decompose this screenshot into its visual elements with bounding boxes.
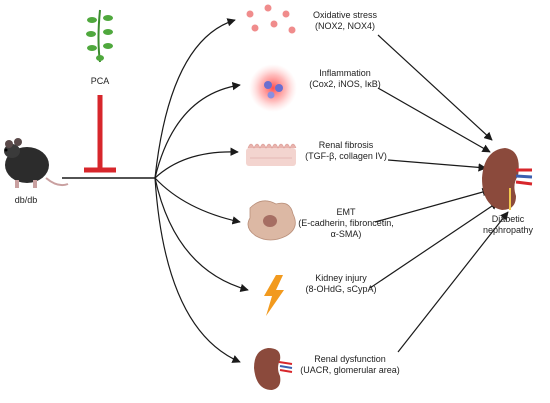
lightning-bolt-icon xyxy=(264,275,284,316)
mouse-icon xyxy=(4,138,69,188)
fibrosis-tissue-icon xyxy=(246,143,297,166)
branch-arrows xyxy=(154,18,249,363)
oxidative-stress-dots-icon xyxy=(246,4,296,34)
kidney-small-icon xyxy=(254,348,293,390)
emt-cell-icon xyxy=(247,200,296,241)
outcome-label: Diabetic nephropathy xyxy=(482,214,534,235)
arrow-to-renal-fibrosis xyxy=(154,147,239,179)
kidney-large-icon xyxy=(482,148,533,210)
subject-label: db/db xyxy=(14,195,38,205)
effect-label-inflammation: Inflammation (Cox2, iNOS, IκB) xyxy=(309,68,381,89)
arrow-to-inflammation xyxy=(154,82,241,179)
treatment-label: PCA xyxy=(90,76,110,86)
arrow-to-kidney-injury xyxy=(154,177,249,293)
arrow-to-emt xyxy=(154,177,241,225)
converging-arrows xyxy=(369,34,509,353)
plant-icon xyxy=(86,9,113,63)
effect-label-oxidative-stress: Oxidative stress (NOX2, NOX4) xyxy=(312,10,378,31)
inflammation-cells-icon xyxy=(249,64,297,112)
arrow-to-renal-dysfunction xyxy=(154,177,241,363)
arrow-to-oxidative-stress xyxy=(154,18,236,179)
inhibition-symbol xyxy=(84,95,116,173)
effect-label-emt: EMT (E-cadherin, fibroncetin, α-SMA) xyxy=(298,207,394,239)
effect-label-kidney-injury: Kidney injury (8-OHdG, sCypA) xyxy=(305,273,377,294)
effect-label-renal-dysfunction: Renal dysfunction (UACR, glomerular area… xyxy=(300,354,400,375)
effect-label-renal-fibrosis: Renal fibrosis (TGF-β, collagen IV) xyxy=(305,140,387,161)
